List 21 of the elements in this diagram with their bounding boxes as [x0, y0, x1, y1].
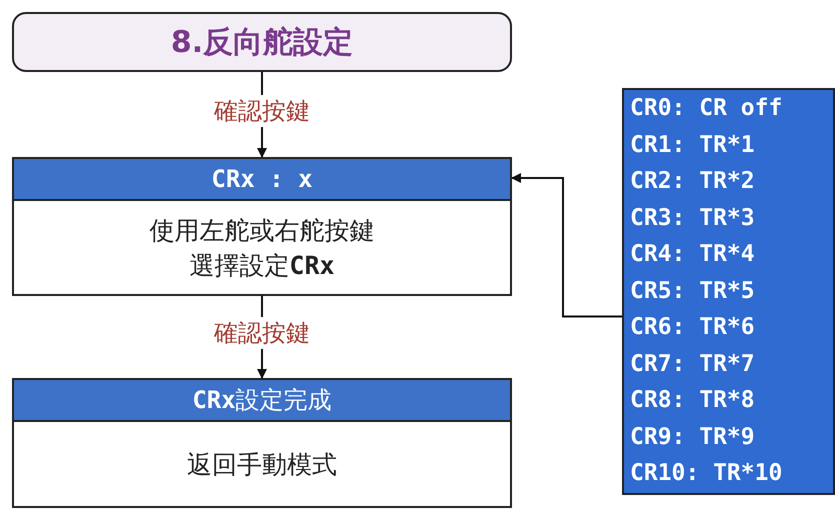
setting-list-panel: [622, 88, 835, 495]
setting-option: CR0: CR off: [630, 94, 827, 124]
setting-option: CR8: TR*8: [630, 386, 827, 416]
setting-option: CR1: TR*1: [630, 130, 827, 160]
setting-option: CR10: TR*10: [630, 459, 827, 489]
arrow: [511, 173, 622, 318]
step-text: 返回手動模式: [187, 448, 337, 480]
step-text: 使用左舵或右舵按鍵選擇設定CRx: [148, 214, 376, 282]
setting-option: CR4: TR*4: [630, 240, 827, 270]
setting-option: CR3: TR*3: [630, 204, 827, 234]
setting-option: CR7: TR*7: [630, 350, 827, 380]
title-box: [12, 12, 512, 72]
setting-option: CR9: TR*9: [630, 422, 827, 452]
title-text: 8.反向舵設定: [170, 24, 354, 62]
setting-option: CR5: TR*5: [630, 276, 827, 306]
header-text: CRx設定完成: [192, 385, 332, 416]
step-card: [12, 378, 512, 508]
setting-option: CR6: TR*6: [630, 313, 827, 343]
header-text: CRx : x: [211, 165, 313, 193]
setting-option: CR2: TR*2: [630, 167, 827, 197]
step-card: [12, 157, 512, 296]
